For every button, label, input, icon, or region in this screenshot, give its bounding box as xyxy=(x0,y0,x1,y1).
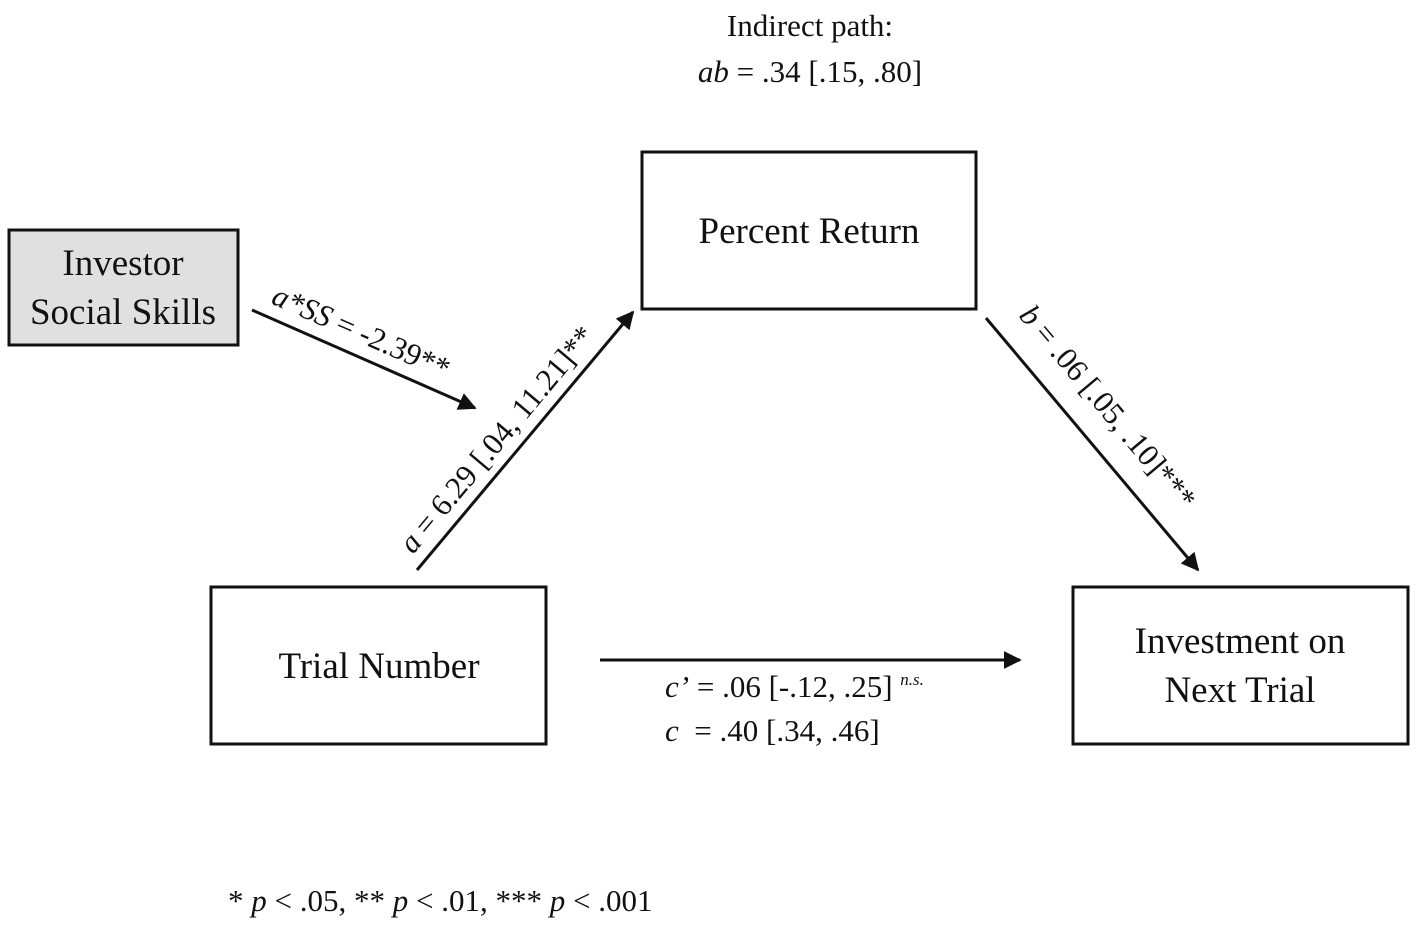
footnote-part-3: < .01, *** xyxy=(408,883,549,918)
moderation-label: a*SS = -2.39** xyxy=(267,277,456,386)
c-prime-label: c’ = .06 [-.12, .25] n.s. xyxy=(665,669,924,704)
significance-footnote: * p < .05, ** p < .01, *** p < .001 xyxy=(228,883,652,918)
indirect-path-estimate: = .34 [.15, .80] xyxy=(729,54,922,89)
moderation-arrow xyxy=(251,308,477,410)
c-total-estimate: = .40 [.34, .46] xyxy=(679,713,880,748)
c-total-label: c = .40 [.34, .46] xyxy=(665,713,880,748)
c-prime-symbol: c’ xyxy=(665,669,689,704)
b-path-label: b = .06 [.05, .10]*** xyxy=(1013,298,1204,516)
c-prime-estimate: = .06 [-.12, .25] xyxy=(689,669,900,704)
mediator-box xyxy=(640,150,978,311)
c-total-symbol: c xyxy=(665,713,679,748)
outcome-label-line2: Next Trial xyxy=(1164,670,1315,711)
predictor-label: Trial Number xyxy=(278,646,479,687)
footnote-part-4: < .001 xyxy=(565,883,652,918)
predictor-box xyxy=(209,585,548,746)
moderator-label-line1: Investor xyxy=(62,243,183,284)
footnote-part-1: * xyxy=(228,883,251,918)
a-path-arrow xyxy=(415,310,635,571)
footnote-p-1: p xyxy=(249,883,267,918)
moderation-estimate: = -2.39** xyxy=(324,302,456,386)
indirect-path-title: Indirect path: xyxy=(727,8,893,43)
footnote-p-2: p xyxy=(391,883,409,918)
footnote-p-3: p xyxy=(548,883,566,918)
mediator-label: Percent Return xyxy=(699,211,920,252)
b-path-arrow xyxy=(984,317,1200,572)
c-prime-significance: n.s. xyxy=(900,670,924,689)
indirect-path-symbol: ab xyxy=(698,54,729,89)
b-path-estimate: = .06 [.05, .10]*** xyxy=(1023,310,1204,516)
outcome-label-line1: Investment on xyxy=(1135,621,1346,662)
indirect-path-value: ab = .34 [.15, .80] xyxy=(698,54,922,89)
moderator-label-line2: Social Skills xyxy=(30,292,216,333)
outcome-box xyxy=(1071,585,1410,746)
footnote-part-2: < .05, ** xyxy=(267,883,393,918)
moderator-box xyxy=(7,228,240,347)
